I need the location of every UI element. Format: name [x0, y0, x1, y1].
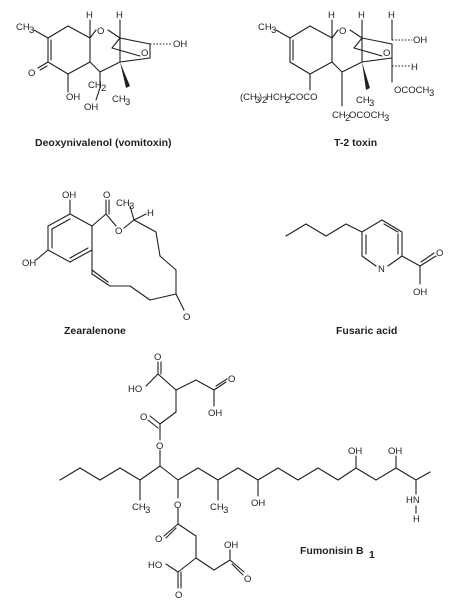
t2-oh-right: OH	[413, 35, 427, 46]
don-atom-labels: CH 3 H O H OH O O OH CH 2 OH CH 3	[16, 10, 187, 113]
fum-oh-r1: OH	[208, 408, 222, 419]
zea-h: H	[147, 208, 154, 219]
fum-oh-r2: OH	[348, 446, 362, 457]
fum-ch3-a-sub: 3	[145, 505, 150, 516]
t2-h4: H	[411, 62, 418, 73]
don-oh-ch2: OH	[84, 102, 98, 113]
don-caption: Deoxynivalenol (vomitoxin)	[35, 137, 172, 149]
t2-ch3-low: CH	[356, 95, 370, 106]
t2-o-epoxide: O	[383, 48, 390, 59]
t2-toxin-structure: CH 3 H O H H OH O H OCOCH 3 (CH 3 ) 2 HC…	[240, 10, 434, 149]
zea-oh-left: OH	[22, 258, 36, 269]
t2-ch3-low-sub: 3	[369, 98, 374, 109]
fum-oh-r3: OH	[388, 446, 402, 457]
don-ch3-low-sub: 3	[125, 97, 130, 108]
fusaric-n: N	[378, 264, 385, 275]
don-h1: H	[86, 10, 93, 21]
t2-ester-label: (CH 3 ) 2 HCH 2 COCO	[240, 92, 318, 106]
t2-ococh3-sub: 3	[429, 88, 434, 99]
t2-ococh3: OCOCH	[394, 85, 430, 96]
fum-oh-mid: OH	[251, 498, 265, 509]
zea-caption: Zearalenone	[64, 325, 126, 337]
don-ch2-sub: 2	[101, 83, 106, 94]
don-ch3-low: CH	[112, 94, 126, 105]
fum-ch3-b-sub: 3	[223, 505, 228, 516]
fum-hn: HN	[406, 495, 420, 506]
fum-o-r1: O	[228, 374, 235, 385]
t2-ester-d: COCO	[289, 92, 318, 103]
t2-ester-b: )	[259, 92, 262, 103]
fumonisin-caption: Fumonisin B	[300, 545, 364, 557]
t2-ch2-a: CH	[332, 110, 346, 121]
fusaric-bonds	[285, 219, 437, 285]
t2-ch3-left: CH	[258, 22, 272, 33]
zea-o-ring: O	[115, 226, 122, 237]
don-ch3-left-sub: 3	[29, 25, 34, 36]
fumonisin-bonds	[59, 361, 431, 589]
t2-ester-a: (CH	[240, 92, 257, 103]
zea-oh-top: OH	[62, 190, 76, 201]
deoxynivalenol-structure: CH 3 H O H OH O O OH CH 2 OH CH 3 Deoxyn…	[16, 10, 187, 149]
fumonisin-atom-labels: O HO O OH O O CH 3 CH 3 OH OH OH HN H O …	[128, 352, 420, 601]
t2-ch2ococh3-label: CH 2 OCOCH 3	[332, 110, 389, 124]
don-o-ring: O	[97, 26, 104, 37]
don-h2: H	[116, 10, 123, 21]
fusaric-o: O	[436, 248, 443, 259]
t2-ch2-sub3: 3	[384, 113, 389, 124]
don-bonds	[33, 19, 172, 101]
fum-o-top: O	[154, 352, 161, 363]
zearalenone-structure: OH O CH 3 H O OH O Zearalenone	[22, 190, 190, 337]
t2-ester-c: HCH	[266, 92, 287, 103]
don-ch3-left: CH	[16, 22, 30, 33]
fum-ch3-a: CH	[132, 502, 146, 513]
fum-o-bot1: O	[244, 574, 251, 585]
zea-atom-labels: OH O CH 3 H O OH O	[22, 190, 190, 323]
fum-o-bot2: O	[175, 590, 182, 601]
fusaric-atom-labels: N O OH	[378, 248, 443, 298]
fum-ch3-b: CH	[210, 502, 224, 513]
t2-ch3-left-sub: 3	[271, 25, 276, 36]
t2-h1: H	[328, 10, 335, 21]
fum-oh-bot: OH	[224, 540, 238, 551]
fum-o-link2: O	[155, 534, 162, 545]
fumonisin-structure: O HO O OH O O CH 3 CH 3 OH OH OH HN H O …	[59, 352, 431, 601]
t2-caption: T-2 toxin	[334, 137, 377, 149]
t2-o-ring: O	[339, 26, 346, 37]
zea-ch3: CH	[116, 198, 130, 209]
zea-bonds	[35, 199, 185, 311]
fum-ho-bot: HO	[148, 560, 162, 571]
don-o-epoxide: O	[141, 48, 148, 59]
fum-o-ester2: O	[174, 500, 181, 511]
fum-o-link1: O	[140, 412, 147, 423]
zea-o-ketone: O	[183, 312, 190, 323]
don-o-ketone: O	[28, 68, 35, 79]
don-ch2: CH	[88, 80, 102, 91]
t2-bonds	[275, 19, 412, 107]
t2-ch2-b: OCOCH	[349, 110, 385, 121]
zea-o-carbonyl: O	[103, 190, 110, 201]
fusaric-oh: OH	[413, 287, 427, 298]
fusaric-caption: Fusaric acid	[336, 325, 397, 337]
t2-h3: H	[388, 10, 395, 21]
fumonisin-caption-sub: 1	[369, 549, 375, 561]
don-oh-right: OH	[173, 39, 187, 50]
t2-ch2-sub: 2	[345, 113, 350, 124]
fusaric-acid-structure: N O OH Fusaric acid	[285, 219, 443, 337]
fum-o-ester1: O	[156, 441, 163, 452]
fum-h-n: H	[413, 514, 420, 525]
don-oh-low: OH	[66, 92, 80, 103]
t2-atom-labels: CH 3 H O H H OH O H OCOCH 3 (CH 3 ) 2 HC…	[240, 10, 434, 124]
zea-ch3-sub: 3	[129, 201, 134, 212]
t2-ester-sub3: 2	[285, 95, 290, 106]
t2-h2: H	[358, 10, 365, 21]
t2-ester-sub2: 2	[262, 95, 267, 106]
t2-ester-sub1: 3	[255, 95, 260, 106]
fum-ho-top: HO	[128, 384, 142, 395]
